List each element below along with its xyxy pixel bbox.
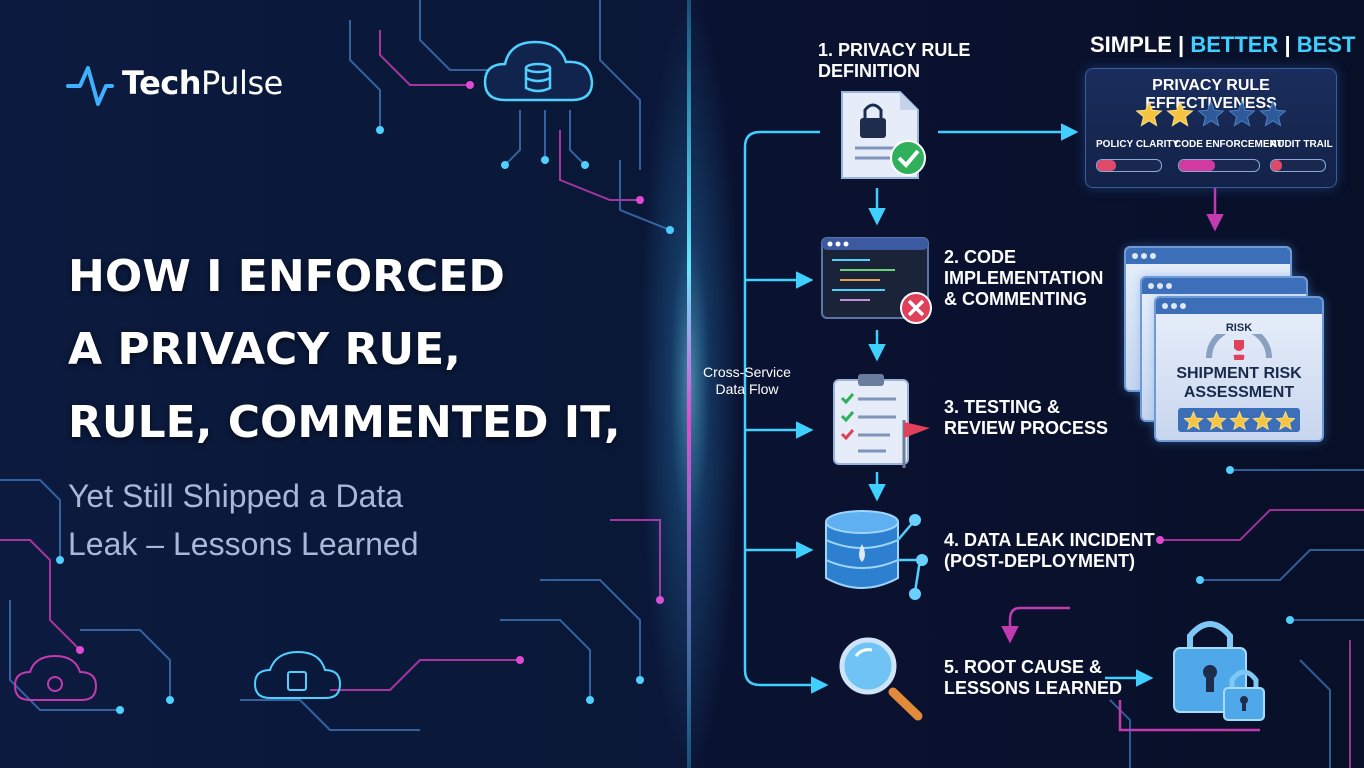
step-3-line-1: 3. TESTING & <box>944 397 1061 417</box>
headline: HOW I ENFORCED A PRIVACY RUE, RULE, COMM… <box>68 240 708 459</box>
metric-bar-policy-clarity <box>1096 159 1162 172</box>
flow-connectors <box>743 123 1154 694</box>
brand-name: TechPulse <box>122 64 283 102</box>
star-empty-icon <box>1197 101 1225 127</box>
star-empty-icon <box>1228 101 1256 127</box>
cross-service-flow-label: Cross-Service Data Flow <box>694 364 800 398</box>
metric-fill <box>1179 160 1215 171</box>
clipboard-checklist-icon <box>833 374 930 468</box>
metric-label-audit-trail: AUDIT TRAIL <box>1270 139 1333 150</box>
step-3-label: 3. TESTING & REVIEW PROCESS <box>944 397 1108 439</box>
step-3-line-2: REVIEW PROCESS <box>944 418 1109 438</box>
star-filled-icon <box>1205 410 1227 430</box>
subtitle: Yet Still Shipped a Data Leak – Lessons … <box>68 472 588 568</box>
document-lock-icon <box>841 91 926 179</box>
risk-title: SHIPMENT RISK ASSESSMENT <box>1156 364 1322 402</box>
headline-line-1: HOW I ENFORCED <box>68 251 505 302</box>
step-5-label: 5. ROOT CAUSE & LESSONS LEARNED <box>944 657 1122 699</box>
step-5-line-2: LESSONS LEARNED <box>944 678 1123 698</box>
tagline: SIMPLE | BETTER | BEST <box>1090 32 1355 58</box>
metric-bar-code-enforcement <box>1178 159 1260 172</box>
effectiveness-rating <box>1134 99 1288 129</box>
padlocks-icon <box>1173 621 1265 721</box>
tagline-better: BETTER <box>1190 32 1279 57</box>
subtitle-line-1: Yet Still Shipped a Data <box>68 478 404 514</box>
step-4-line-2: (POST-DEPLOYMENT) <box>944 551 1136 571</box>
step-5-line-1: 5. ROOT CAUSE & <box>944 657 1103 677</box>
step-1-line-1: 1. PRIVACY RULE <box>818 40 971 60</box>
step-4-line-1: 4. DATA LEAK INCIDENT <box>944 530 1155 550</box>
risk-gauge-label: RISK <box>1225 322 1253 334</box>
tagline-best: BEST <box>1296 32 1356 57</box>
metric-label-code-enforcement: CODE ENFORCEMENT <box>1174 139 1283 150</box>
code-window-icon <box>821 237 932 324</box>
step-2-line-3: & COMMENTING <box>944 289 1087 309</box>
cloud-server-icon <box>253 650 342 699</box>
step-1-label: 1. PRIVACY RULE DEFINITION <box>818 40 970 82</box>
database-leak-icon <box>825 510 928 600</box>
brand-logo: TechPulse <box>122 64 283 102</box>
star-rating-icons <box>1183 410 1295 430</box>
step-4-label: 4. DATA LEAK INCIDENT (POST-DEPLOYMENT) <box>944 530 1155 572</box>
metric-bar-audit-trail <box>1270 159 1326 172</box>
risk-rating <box>1178 408 1300 432</box>
metric-fill <box>1271 160 1282 171</box>
cloud-bottom-icon <box>13 654 98 701</box>
circuit-nodes-right <box>1156 466 1294 624</box>
star-filled-icon <box>1136 101 1163 127</box>
circuit-traces-right <box>1109 469 1364 768</box>
step-2-line-2: IMPLEMENTATION <box>944 268 1104 288</box>
flow-connectors-magenta <box>1001 186 1260 732</box>
step-2-line-1: 2. CODE <box>944 247 1017 267</box>
star-filled-icon <box>1183 410 1204 430</box>
risk-title-line-2: ASSESSMENT <box>1183 384 1295 401</box>
cloud-database-icon <box>483 40 594 102</box>
shipment-risk-assessment-card: RISK SHIPMENT RISK ASSESSMENT <box>1154 296 1324 442</box>
subtitle-line-2: Leak – Lessons Learned <box>68 526 419 562</box>
metric-label-policy-clarity: POLICY CLARITY <box>1096 139 1180 150</box>
risk-title-line-1: SHIPMENT RISK <box>1176 365 1302 382</box>
star-rating-icons <box>1136 101 1286 127</box>
star-filled-icon <box>1166 101 1194 127</box>
step-1-line-2: DEFINITION <box>818 61 920 81</box>
tagline-separator: | <box>1284 32 1291 57</box>
star-empty-icon <box>1259 101 1286 127</box>
flow-label-line-2: Data Flow <box>715 381 779 397</box>
headline-line-3: RULE, COMMENTED IT, <box>68 397 621 448</box>
step-2-label: 2. CODE IMPLEMENTATION & COMMENTING <box>944 247 1103 310</box>
headline-line-2: A PRIVACY RUE, <box>68 324 461 375</box>
window-titlebar <box>1142 278 1306 294</box>
magnifier-icon <box>839 637 923 721</box>
metric-fill <box>1097 160 1117 171</box>
privacy-rule-effectiveness-panel: PRIVACY RULE EFFECTIVENESS POLICY CLARIT… <box>1085 68 1337 188</box>
window-titlebar <box>1156 298 1322 314</box>
star-filled-icon <box>1251 410 1273 430</box>
tagline-simple: SIMPLE <box>1090 32 1172 57</box>
window-titlebar <box>1126 248 1290 264</box>
divider-line <box>687 0 691 768</box>
risk-gauge-icon <box>1206 334 1272 360</box>
star-filled-icon <box>1228 410 1250 430</box>
pulse-logo-icon <box>66 66 114 106</box>
tagline-separator: | <box>1178 32 1185 57</box>
flow-label-line-1: Cross-Service <box>703 364 791 380</box>
star-filled-icon <box>1274 410 1295 430</box>
